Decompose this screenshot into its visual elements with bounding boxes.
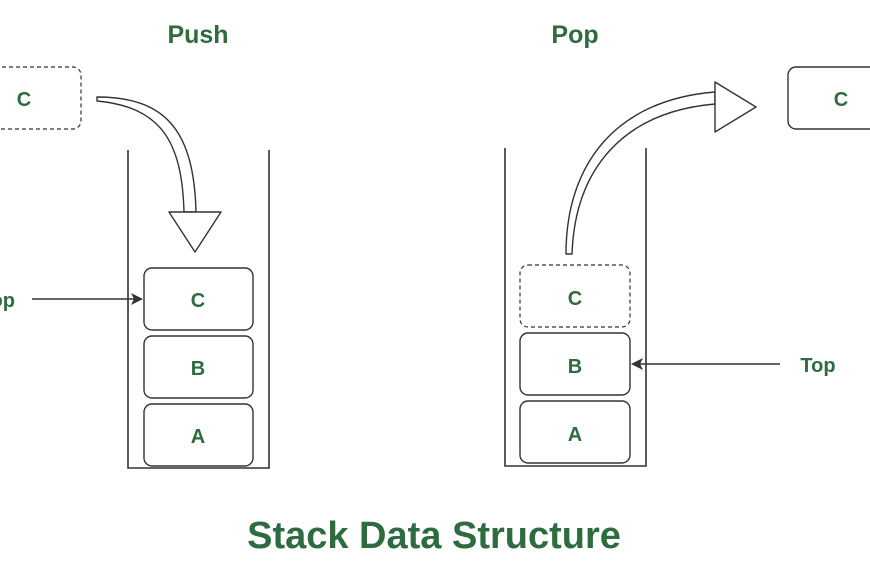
pop-outgoing-box [787,66,870,130]
pop-stack-container [504,148,647,467]
push-incoming-box [0,66,82,130]
pop-item-label: B [568,356,582,378]
pop-removed-label: C [568,288,582,310]
pop-arrow-head [714,81,757,133]
pop-stack-item-b: B [519,332,631,396]
push-stack-item-c: C [143,267,254,331]
pop-item-label: A [568,424,582,446]
push-stack-item-a: A [143,403,254,467]
push-arrow-shaft [96,96,197,213]
pop-outgoing-label: C [834,89,848,111]
pop-heading: Pop [551,21,598,49]
push-stack-container [127,150,270,469]
pop-removed-item-c: C [519,264,631,328]
push-top-pointer-arrowhead [131,293,143,305]
push-stack-item-b: B [143,335,254,399]
pop-top-label: Top [800,355,835,377]
push-heading: Push [167,21,228,49]
push-item-label: B [191,358,205,380]
pop-arrow-shaft [565,91,716,255]
push-top-label: Top [0,290,15,312]
push-incoming-label: C [17,89,31,111]
push-arrow-head [168,211,222,253]
push-item-label: C [191,290,205,312]
pop-top-pointer-arrowhead [631,358,643,370]
push-item-label: A [191,426,205,448]
diagram-title: Stack Data Structure [247,515,621,557]
pop-stack-item-a: A [519,400,631,464]
